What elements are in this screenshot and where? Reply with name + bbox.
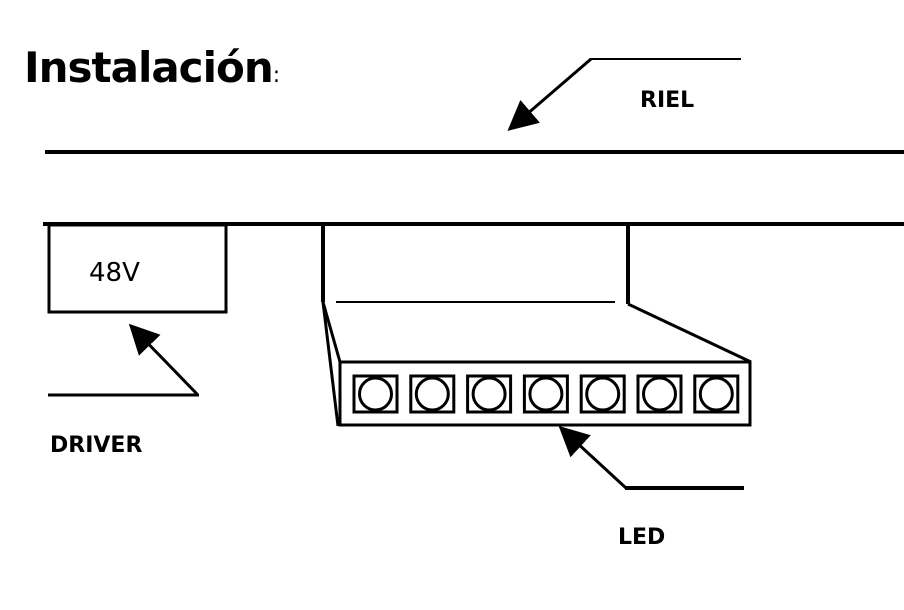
led-cell-frame [409,374,456,414]
title-text: Instalación [24,43,273,92]
driver-label: DRIVER [50,433,142,458]
led-lens-icon [528,376,564,412]
led-lens-icon [414,376,450,412]
driver-voltage-label: 48V [89,258,140,288]
led-luminaire [321,224,752,427]
rail-leader-arrow [507,57,592,131]
driver-leader-arrow [128,323,199,396]
driver-callout: DRIVER [48,323,199,458]
led-left-slant-inner [321,301,342,363]
title-colon: : [273,63,280,88]
led-cell-frame [693,374,740,414]
led-callout: LED [558,425,744,550]
led-cell-frame [352,374,399,414]
led-cell [409,374,456,414]
led-cell [636,374,683,414]
led-cell [522,374,569,414]
led-lens-icon [642,376,677,412]
driver-box [47,223,228,314]
led-lens-icon [698,376,734,412]
led-lens-icon [358,376,393,412]
led-cell [352,374,399,414]
led-leader-arrow [558,425,628,490]
led-label: LED [618,525,665,550]
led-cell-frame [636,374,683,414]
rail-callout: RIEL [507,57,741,131]
led-right-slant [627,302,752,364]
led-lens-icon [585,376,621,412]
led-lens-icon [471,376,507,412]
led-left-slant-outer [321,301,340,427]
rail-label: RIEL [640,88,694,113]
led-cells [352,374,740,414]
page-title: Instalación: [24,43,280,92]
led-cell [466,374,513,414]
led-cell-frame [579,374,626,414]
driver: 48V [47,223,228,314]
led-cell-frame [522,374,569,414]
led-cell-frame [466,374,513,414]
rail [43,150,904,226]
led-cell [579,374,626,414]
led-cell [693,374,740,414]
